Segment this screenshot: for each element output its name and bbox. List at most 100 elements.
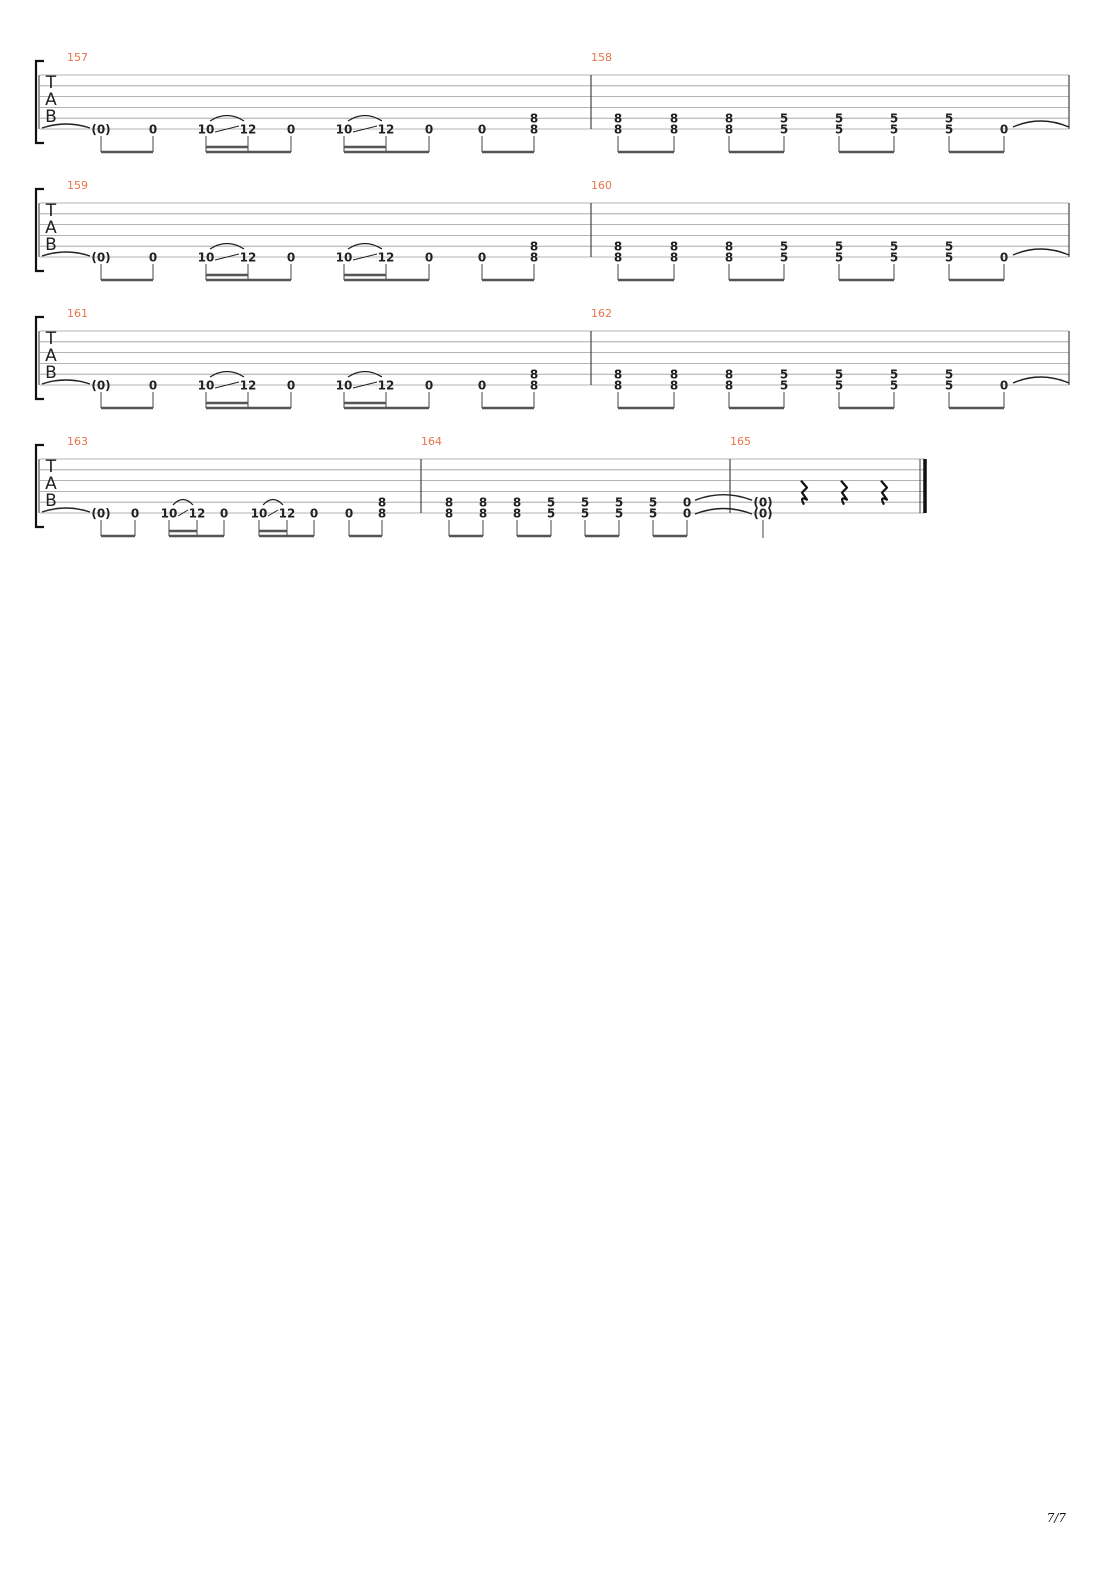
slur-arc [347, 114, 383, 122]
fret-number: 5 [945, 251, 953, 265]
fret-number: 10 [198, 123, 215, 137]
fret-number: 5 [547, 496, 555, 510]
fret-number: 5 [945, 240, 953, 254]
tie-arc [41, 251, 91, 257]
fret-number: 8 [530, 240, 538, 254]
slide-line [214, 253, 240, 261]
fret-number: 0 [131, 507, 139, 521]
tab-clef-letter: A [45, 474, 57, 494]
fret-number: 5 [780, 379, 788, 393]
fret-number: 12 [189, 507, 206, 521]
page-number: 7/7 [1047, 1511, 1067, 1525]
fret-number: 10 [251, 507, 268, 521]
fret-number: 8 [725, 112, 733, 126]
fret-number: 5 [835, 240, 843, 254]
measure-number: 161 [67, 307, 88, 320]
tie-arc [41, 507, 91, 513]
fret-number: 0 [425, 379, 433, 393]
fret-number: 8 [530, 379, 538, 393]
fret-number: 8 [378, 496, 386, 510]
fret-number: (0) [753, 507, 772, 521]
tie-arc [694, 494, 753, 501]
fret-number: 5 [890, 251, 898, 265]
fret-number: 0 [425, 251, 433, 265]
fret-number: 10 [336, 251, 353, 265]
slur-arc [209, 370, 245, 378]
fret-number: 8 [445, 496, 453, 510]
tab-clef-letter: T [45, 201, 57, 221]
slur-arc [172, 498, 194, 506]
fret-number: 12 [378, 379, 395, 393]
fret-number: 5 [945, 123, 953, 137]
fret-number: 12 [240, 123, 257, 137]
tie-arc [1012, 248, 1070, 256]
fret-number: 8 [513, 507, 521, 521]
tab-clef-letter: B [45, 491, 57, 511]
slide-line [214, 125, 240, 133]
fret-number: 10 [198, 379, 215, 393]
measure-number: 157 [67, 51, 88, 64]
fret-number: (0) [91, 507, 110, 521]
fret-number: 12 [240, 379, 257, 393]
fret-number: (0) [91, 379, 110, 393]
fret-number: 0 [287, 251, 295, 265]
fret-number: 5 [780, 123, 788, 137]
fret-number: 8 [530, 123, 538, 137]
fret-number: 5 [835, 112, 843, 126]
fret-number: 0 [683, 496, 691, 510]
fret-number: 5 [835, 123, 843, 137]
fret-number: 5 [615, 507, 623, 521]
fret-number: 8 [614, 251, 622, 265]
fret-number: 8 [513, 496, 521, 510]
fret-number: 8 [670, 240, 678, 254]
fret-number: 5 [890, 240, 898, 254]
fret-number: 5 [945, 112, 953, 126]
fret-number: 10 [161, 507, 178, 521]
tab-clef-letter: T [45, 329, 57, 349]
fret-number: 0 [149, 251, 157, 265]
system-bracket [34, 187, 44, 273]
tab-clef-letter: A [45, 346, 57, 366]
fret-number: 0 [287, 379, 295, 393]
tab-clef-letter: B [45, 235, 57, 255]
tab-clef-letter: B [45, 363, 57, 383]
system-bracket [34, 315, 44, 401]
fret-number: 12 [378, 251, 395, 265]
fret-number: 8 [725, 240, 733, 254]
measure-number: 159 [67, 179, 88, 192]
fret-number: (0) [91, 251, 110, 265]
fret-number: 12 [240, 251, 257, 265]
fret-number: 8 [530, 368, 538, 382]
quarter-rest-icon [840, 479, 849, 506]
fret-number: 8 [614, 123, 622, 137]
fret-number: 8 [670, 251, 678, 265]
fret-number: 0 [287, 123, 295, 137]
measure-number: 163 [67, 435, 88, 448]
tie-arc [41, 379, 91, 385]
fret-number: 5 [835, 379, 843, 393]
fret-number: 5 [945, 368, 953, 382]
slur-arc [347, 242, 383, 250]
quarter-rest-icon [880, 479, 889, 506]
fret-number: 5 [649, 507, 657, 521]
measure-number: 162 [591, 307, 612, 320]
fret-number: 5 [835, 251, 843, 265]
tab-clef-letter: B [45, 107, 57, 127]
fret-number: 5 [581, 507, 589, 521]
tie-arc [41, 123, 91, 129]
system-bracket [34, 59, 44, 145]
fret-number: 0 [478, 123, 486, 137]
measure-number: 158 [591, 51, 612, 64]
fret-number: 0 [478, 379, 486, 393]
fret-number: 5 [890, 123, 898, 137]
slide-line [177, 509, 189, 517]
measure-number: 165 [730, 435, 751, 448]
fret-number: 0 [149, 123, 157, 137]
fret-number: 8 [378, 507, 386, 521]
fret-number: 0 [220, 507, 228, 521]
fret-number: 8 [445, 507, 453, 521]
fret-number: 5 [835, 368, 843, 382]
